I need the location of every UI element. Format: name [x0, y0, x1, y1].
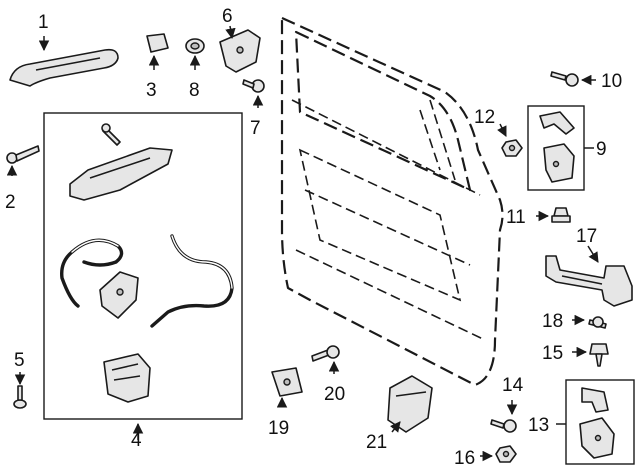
bolt-2 [6, 145, 40, 176]
bolt-18 [572, 314, 607, 329]
handle-cap [146, 33, 169, 70]
callout-4: 4 [131, 430, 142, 451]
callout-21: 21 [366, 432, 387, 453]
callout-6: 6 [222, 6, 233, 27]
stud-11 [536, 207, 571, 223]
latch-assembly-box [43, 112, 243, 440]
callout-19: 19 [268, 418, 289, 439]
bolt-14 [490, 400, 518, 433]
actuator-21 [387, 375, 433, 433]
bolt-7 [242, 79, 265, 108]
bolt-20 [311, 345, 340, 374]
callout-3: 3 [146, 80, 157, 101]
bracket-19 [271, 367, 303, 408]
callout-5: 5 [14, 350, 25, 371]
callout-7: 7 [250, 118, 261, 139]
hinge-box-9 [527, 105, 594, 191]
callout-15: 15 [542, 343, 563, 364]
outside-door-handle [9, 36, 119, 87]
callout-9: 9 [596, 139, 607, 160]
callout-12: 12 [474, 107, 495, 128]
callout-16: 16 [454, 448, 475, 468]
callout-10: 10 [601, 71, 622, 92]
hinge-box-13 [556, 379, 635, 465]
callout-11: 11 [506, 207, 526, 228]
screw-5 [13, 372, 27, 409]
grommet [185, 38, 205, 70]
bolt-10 [550, 71, 596, 87]
callout-1: 1 [38, 12, 49, 33]
nut-12 [497, 123, 523, 157]
callout-17: 17 [576, 226, 597, 247]
callout-14: 14 [502, 375, 524, 396]
callout-20: 20 [324, 384, 345, 405]
nut-16 [480, 445, 517, 463]
clip-15 [572, 343, 609, 367]
door-shell [280, 16, 504, 387]
callout-18: 18 [542, 311, 563, 332]
callout-13: 13 [528, 415, 549, 436]
callout-8: 8 [189, 80, 200, 101]
door-check-17 [545, 245, 633, 307]
callout-2: 2 [5, 192, 16, 213]
handle-bracket [219, 25, 261, 73]
